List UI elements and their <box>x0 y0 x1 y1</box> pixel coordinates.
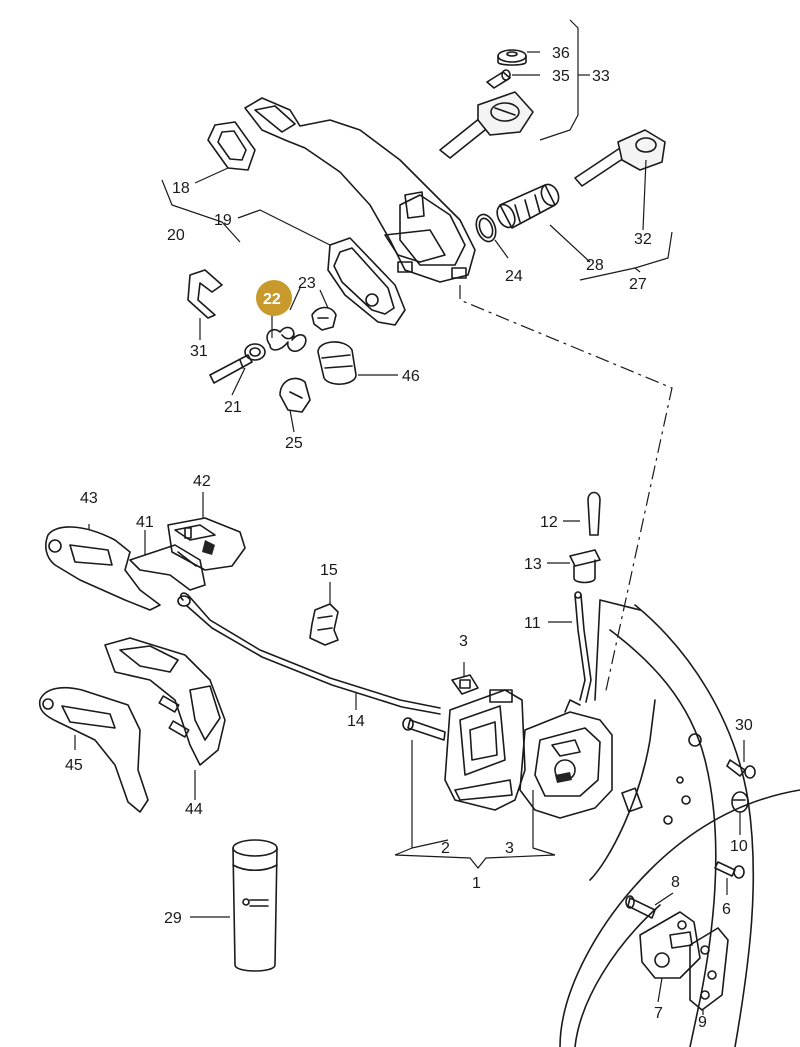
part-14-cable <box>177 592 441 715</box>
part-43-inner-handle-trim <box>45 526 161 611</box>
label-41: 41 <box>136 514 154 531</box>
part-labels: 36 35 33 18 19 20 24 28 32 27 23 22 31 4… <box>65 45 753 1031</box>
part-22-spring <box>266 326 307 353</box>
label-12: 12 <box>540 514 558 531</box>
label-29: 29 <box>164 910 182 927</box>
part-20-outer-handle <box>244 97 476 283</box>
part-24-seal-ring <box>475 213 497 243</box>
label-28: 28 <box>586 257 604 274</box>
part-21-pin <box>209 343 266 384</box>
label-1: 1 <box>472 875 481 892</box>
part-8-screw <box>625 895 656 919</box>
label-3: 3 <box>505 840 514 857</box>
label-30: 30 <box>735 717 753 734</box>
part-9-plate <box>689 927 729 1011</box>
label-31: 31 <box>190 343 208 360</box>
label-46: 46 <box>402 368 420 385</box>
part-10-cap <box>731 791 749 813</box>
part-6-screw <box>714 861 745 879</box>
part-31-clip <box>187 269 223 319</box>
part-3-small-clip <box>451 674 479 695</box>
part-18-gasket <box>207 121 256 171</box>
part-42-housing <box>167 517 246 571</box>
label-3-small: 3 <box>459 633 468 650</box>
label-27: 27 <box>629 276 647 293</box>
part-3-door-lock <box>519 699 613 819</box>
label-6: 6 <box>722 901 731 918</box>
part-35-pin <box>486 69 511 89</box>
label-33: 33 <box>592 68 610 85</box>
connection-line <box>459 285 673 696</box>
screw <box>402 717 446 741</box>
label-44: 44 <box>185 801 203 818</box>
label-14: 14 <box>347 713 365 730</box>
label-22: 22 <box>263 291 281 308</box>
label-15: 15 <box>320 562 338 579</box>
part-36-cap <box>497 49 527 66</box>
label-2: 2 <box>441 840 450 857</box>
label-43: 43 <box>80 490 98 507</box>
part-41-inner-lever <box>129 544 206 591</box>
label-23: 23 <box>298 275 316 292</box>
label-13: 13 <box>524 556 542 573</box>
label-42: 42 <box>193 473 211 490</box>
leader-lines <box>74 51 745 1015</box>
part-13-grommet <box>569 549 601 584</box>
highlight-marker-22 <box>256 280 292 316</box>
part-28-lock-cylinder <box>496 183 560 229</box>
label-20: 20 <box>167 227 185 244</box>
part-15-clip <box>309 603 339 646</box>
label-35: 35 <box>552 68 570 85</box>
label-36: 36 <box>552 45 570 62</box>
door-panel-outline <box>559 599 800 1047</box>
label-10: 10 <box>730 838 748 855</box>
part-44-bracket <box>104 637 226 766</box>
label-24: 24 <box>505 268 523 285</box>
part-32-key <box>574 129 666 187</box>
label-25: 25 <box>285 435 303 452</box>
label-21: 21 <box>224 399 242 416</box>
brackets <box>161 19 673 869</box>
part-23-clip <box>311 306 337 331</box>
part-33-key <box>439 91 534 159</box>
label-19: 19 <box>214 212 232 229</box>
part-2-lock-bracket <box>444 689 526 811</box>
label-7: 7 <box>654 1005 663 1022</box>
label-18: 18 <box>172 180 190 197</box>
part-45-trim <box>38 686 149 813</box>
part-12-lock-knob <box>587 491 601 536</box>
label-11: 11 <box>524 615 541 632</box>
label-9: 9 <box>698 1014 707 1031</box>
label-8: 8 <box>671 874 680 891</box>
part-25-clip <box>279 377 311 413</box>
part-30-screw <box>726 759 756 779</box>
part-29-spray-can <box>232 839 278 972</box>
label-45: 45 <box>65 757 83 774</box>
part-46-cap <box>317 341 357 385</box>
part-19-gasket <box>327 237 406 326</box>
part-11-rod <box>574 591 592 703</box>
label-32: 32 <box>634 231 652 248</box>
